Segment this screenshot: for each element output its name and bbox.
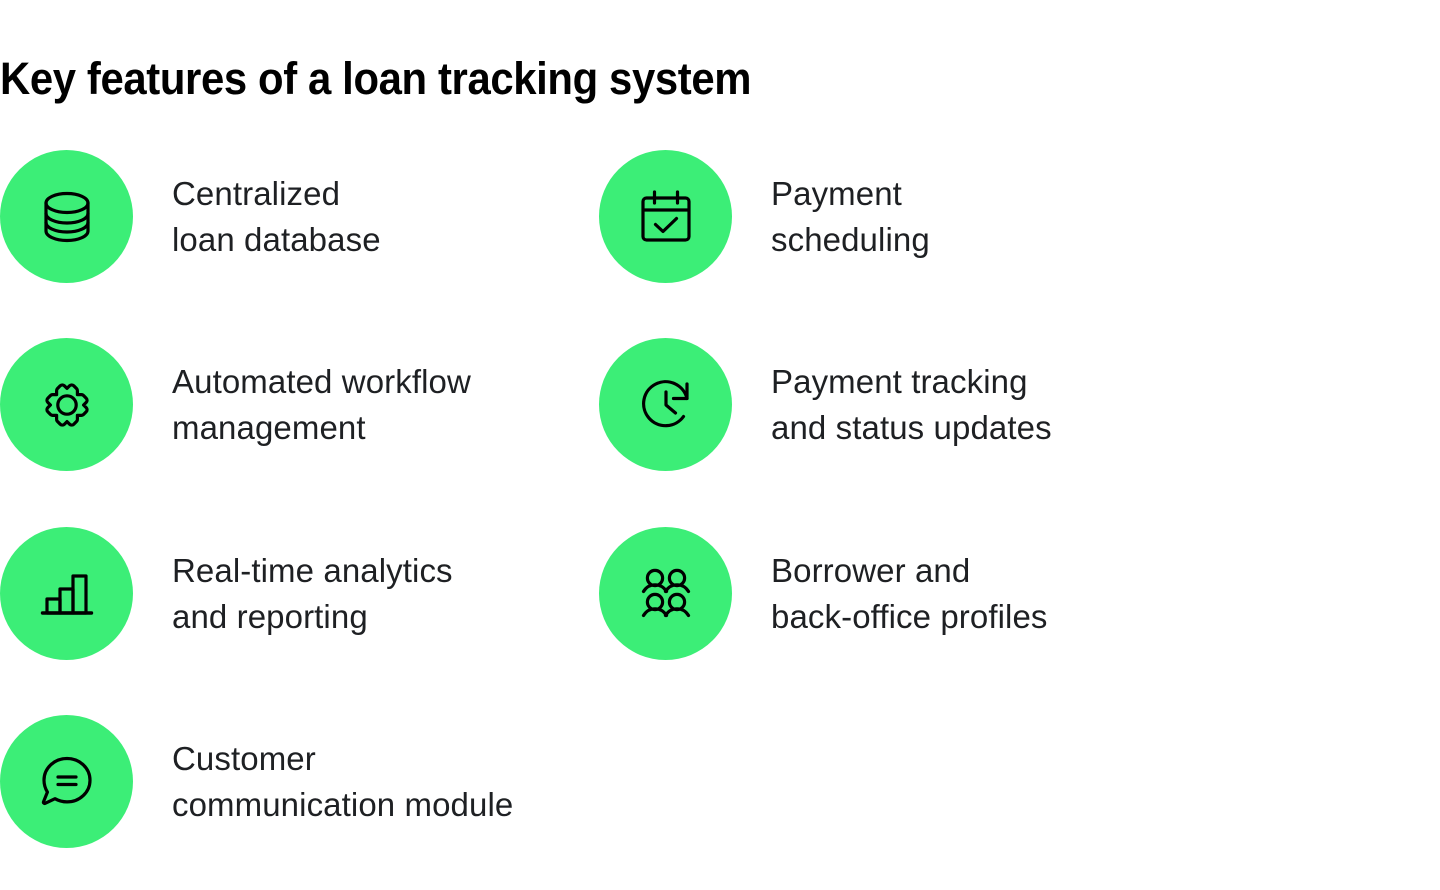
feature-label: Automated workflow management <box>172 362 471 446</box>
feature-item-borrower-profiles: Borrower and back-office profiles <box>599 527 1048 660</box>
feature-label: Customer communication module <box>172 739 514 823</box>
gear-icon <box>0 338 133 471</box>
feature-label: Borrower and back-office profiles <box>771 551 1048 635</box>
feature-item-realtime-analytics: Real-time analytics and reporting <box>0 527 453 660</box>
feature-item-centralized-loan-database: Centralized loan database <box>0 150 381 283</box>
feature-item-customer-communication: Customer communication module <box>0 715 513 848</box>
feature-label: Centralized loan database <box>172 174 381 258</box>
chat-bubble-icon <box>0 715 133 848</box>
database-icon <box>0 150 133 283</box>
feature-label: Payment scheduling <box>771 174 930 258</box>
feature-item-payment-scheduling: Payment scheduling <box>599 150 930 283</box>
feature-item-automated-workflow-management: Automated workflow management <box>0 338 471 471</box>
clock-arrow-icon <box>599 338 732 471</box>
feature-label: Real-time analytics and reporting <box>172 551 453 635</box>
calendar-check-icon <box>599 150 732 283</box>
feature-label: Payment tracking and status updates <box>771 362 1052 446</box>
people-group-icon <box>599 527 732 660</box>
bar-chart-icon <box>0 527 133 660</box>
page-title: Key features of a loan tracking system <box>0 53 752 105</box>
feature-item-payment-tracking: Payment tracking and status updates <box>599 338 1052 471</box>
